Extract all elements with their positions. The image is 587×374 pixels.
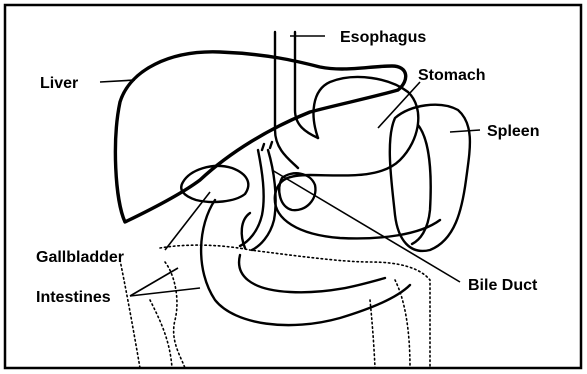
gallbladder-label: Gallbladder bbox=[36, 249, 124, 266]
intestines-label: Intestines bbox=[36, 289, 111, 306]
intestines-shape bbox=[120, 245, 430, 368]
spleen-shape bbox=[390, 105, 470, 251]
esophagus-label: Esophagus bbox=[340, 29, 426, 46]
spleen-label: Spleen bbox=[487, 123, 539, 140]
spleen-leader bbox=[450, 130, 480, 132]
gallbladder-leader bbox=[165, 192, 210, 250]
liver-label: Liver bbox=[40, 75, 78, 92]
esophagus-shape bbox=[275, 32, 318, 168]
bile-duct-shape bbox=[240, 142, 276, 250]
duodenum-shape bbox=[201, 200, 410, 325]
gallbladder-shape bbox=[181, 166, 248, 202]
stomach-label: Stomach bbox=[418, 67, 486, 84]
bile-duct-label: Bile Duct bbox=[468, 277, 538, 294]
